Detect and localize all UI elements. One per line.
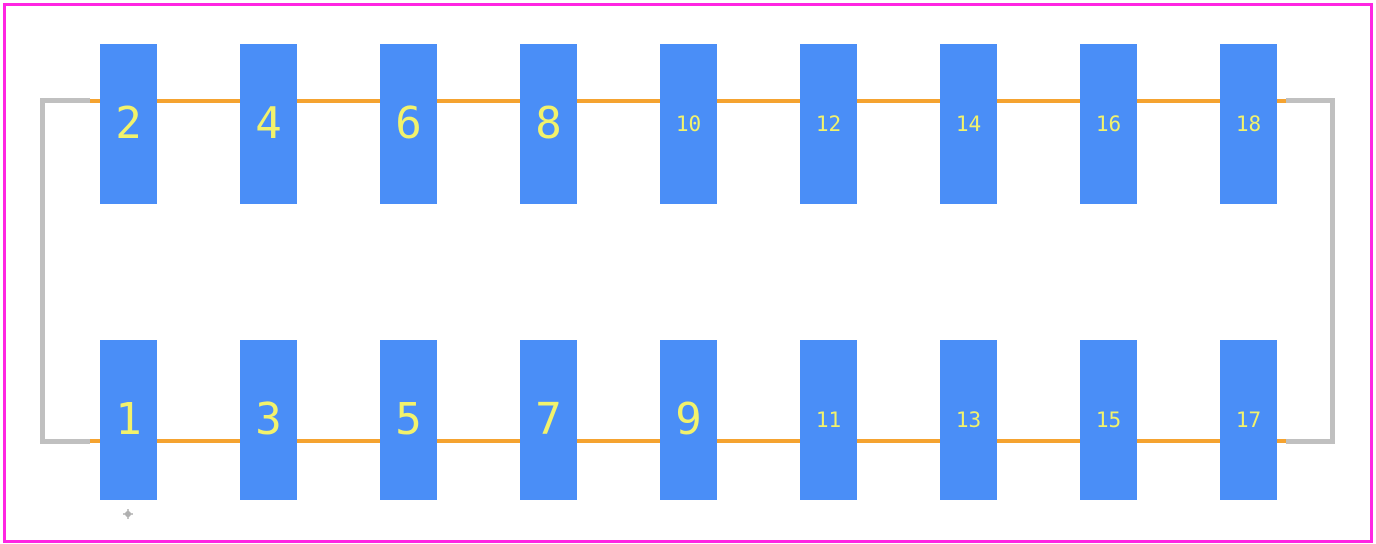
pad-label: 14 [955, 112, 982, 136]
pad[interactable]: 17 [1220, 340, 1277, 500]
pad-label: 5 [395, 394, 422, 445]
board-outline [3, 3, 1373, 543]
courtyard-left-vertical [40, 98, 45, 444]
pad-label: 12 [815, 112, 842, 136]
pad[interactable]: 13 [940, 340, 997, 500]
pad-label: 11 [815, 408, 842, 432]
pad[interactable]: 14 [940, 44, 997, 204]
pad-label: 9 [675, 394, 702, 445]
pad[interactable]: 10 [660, 44, 717, 204]
pad-label: 2 [115, 98, 142, 149]
pad-label: 6 [395, 98, 422, 149]
pad[interactable]: 15 [1080, 340, 1137, 500]
courtyard-left-top-tick [40, 98, 90, 103]
pad-label: 1 [115, 394, 142, 445]
origin-marker-icon [123, 509, 133, 519]
pad-label: 16 [1095, 112, 1122, 136]
pad[interactable]: 12 [800, 44, 857, 204]
pad-label: 7 [535, 394, 562, 445]
pad[interactable]: 6 [380, 44, 437, 204]
courtyard-right-top-tick [1286, 98, 1335, 103]
pad-label: 8 [535, 98, 562, 149]
pad[interactable]: 18 [1220, 44, 1277, 204]
pad[interactable]: 5 [380, 340, 437, 500]
pad[interactable]: 9 [660, 340, 717, 500]
pad-label: 15 [1095, 408, 1122, 432]
courtyard-right-vertical [1330, 98, 1335, 444]
pad[interactable]: 2 [100, 44, 157, 204]
pad[interactable]: 11 [800, 340, 857, 500]
pad[interactable]: 1 [100, 340, 157, 500]
pad[interactable]: 7 [520, 340, 577, 500]
pad[interactable]: 16 [1080, 44, 1137, 204]
pad[interactable]: 3 [240, 340, 297, 500]
courtyard-left-bottom-tick [40, 439, 90, 444]
pad-label: 4 [255, 98, 282, 149]
pad[interactable]: 4 [240, 44, 297, 204]
pad-label: 17 [1235, 408, 1262, 432]
pad-label: 10 [675, 112, 702, 136]
courtyard-right-bottom-tick [1286, 439, 1335, 444]
pad-label: 13 [955, 408, 982, 432]
pad-label: 3 [255, 394, 282, 445]
pad[interactable]: 8 [520, 44, 577, 204]
pad-label: 18 [1235, 112, 1262, 136]
